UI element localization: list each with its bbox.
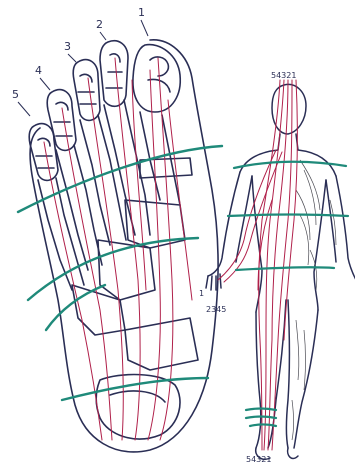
toe-4-outline <box>47 90 76 151</box>
body-figure <box>206 84 355 459</box>
head-outline <box>272 84 306 134</box>
top-label: 54321 <box>271 71 296 80</box>
toe-label-2: 2 <box>96 18 103 31</box>
toe-2-outline <box>100 41 128 107</box>
big-toe-outline <box>133 45 180 112</box>
toe-label-5: 5 <box>12 88 19 101</box>
bottom-label: 54321 <box>246 455 271 464</box>
toe-label-1: 1 <box>138 6 145 19</box>
hand-label-1: 1 <box>199 289 204 298</box>
toe-label-3: 3 <box>64 40 71 53</box>
toe-label-4: 4 <box>35 64 42 77</box>
foot-meridian-lines <box>44 58 192 440</box>
hand-label-2: 2345 <box>206 305 226 314</box>
toe-3-outline <box>73 60 100 121</box>
body-meridian-lines <box>218 80 297 450</box>
